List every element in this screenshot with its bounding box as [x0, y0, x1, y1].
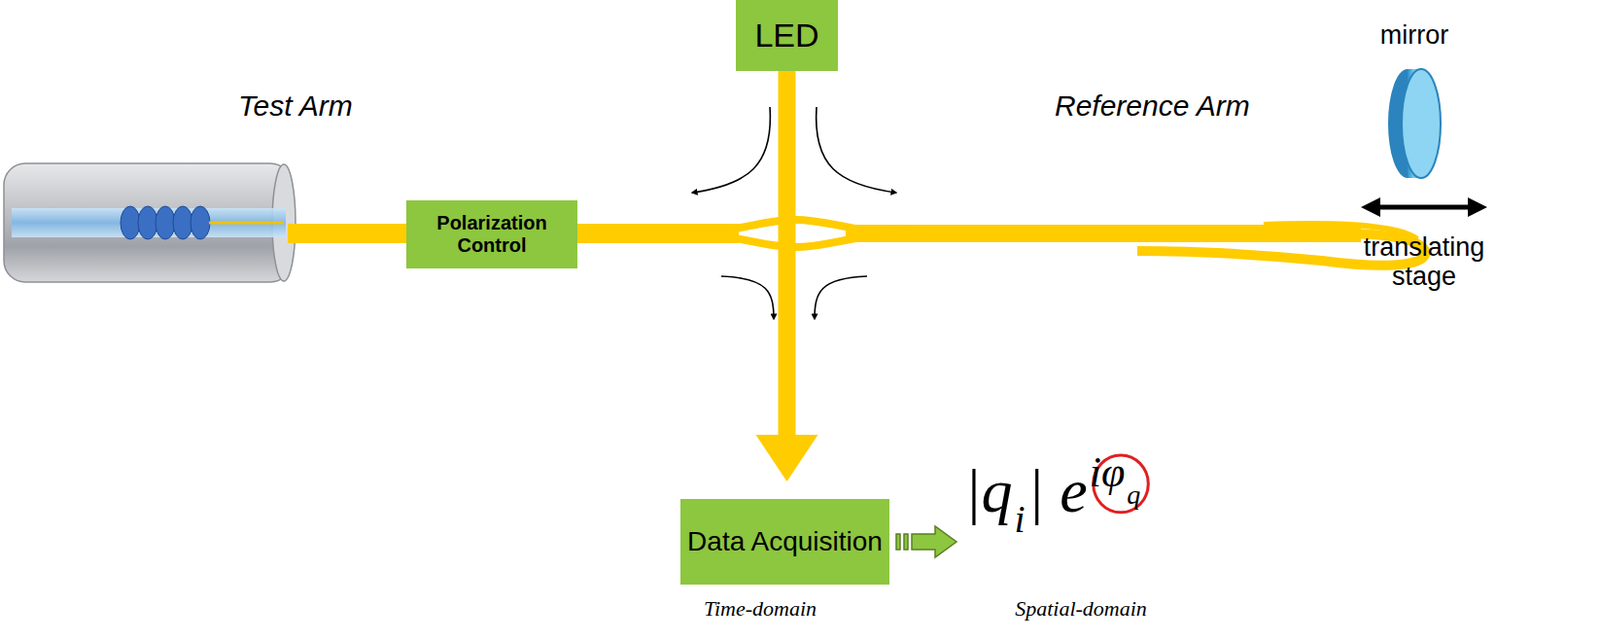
- formula-superscript: iφ: [1089, 449, 1126, 496]
- arm-label: Test Arm: [238, 89, 353, 122]
- beam-line: [778, 70, 797, 435]
- stage-double-arrow: [1370, 205, 1478, 210]
- mirror-disc: [1388, 69, 1441, 178]
- formula-part: |q: [964, 456, 1013, 525]
- formula-subscript: i: [1014, 497, 1026, 541]
- box-label: Data Acquisition: [687, 525, 883, 557]
- acquisition-box: Data Acquisition: [680, 498, 890, 585]
- formula-part: | e: [1027, 456, 1088, 525]
- domain-label: Spatial-domain: [1014, 596, 1148, 621]
- formula-subscript: q: [1126, 480, 1141, 511]
- beam-arrowhead: [756, 434, 819, 482]
- box-label: LED: [754, 16, 819, 55]
- control-box: Polarization Control: [406, 200, 578, 269]
- part-label: mirror: [1380, 21, 1449, 51]
- output-arrow: [896, 525, 957, 557]
- part-label: translating stage: [1351, 233, 1497, 291]
- box-label: Polarization Control: [413, 211, 571, 257]
- fiber-cylinder: [3, 163, 296, 282]
- source-box: LED: [735, 0, 838, 71]
- beam-connector: [756, 70, 819, 482]
- domain-label: Time-domain: [703, 596, 817, 621]
- arm-label: Reference Arm: [1054, 89, 1251, 122]
